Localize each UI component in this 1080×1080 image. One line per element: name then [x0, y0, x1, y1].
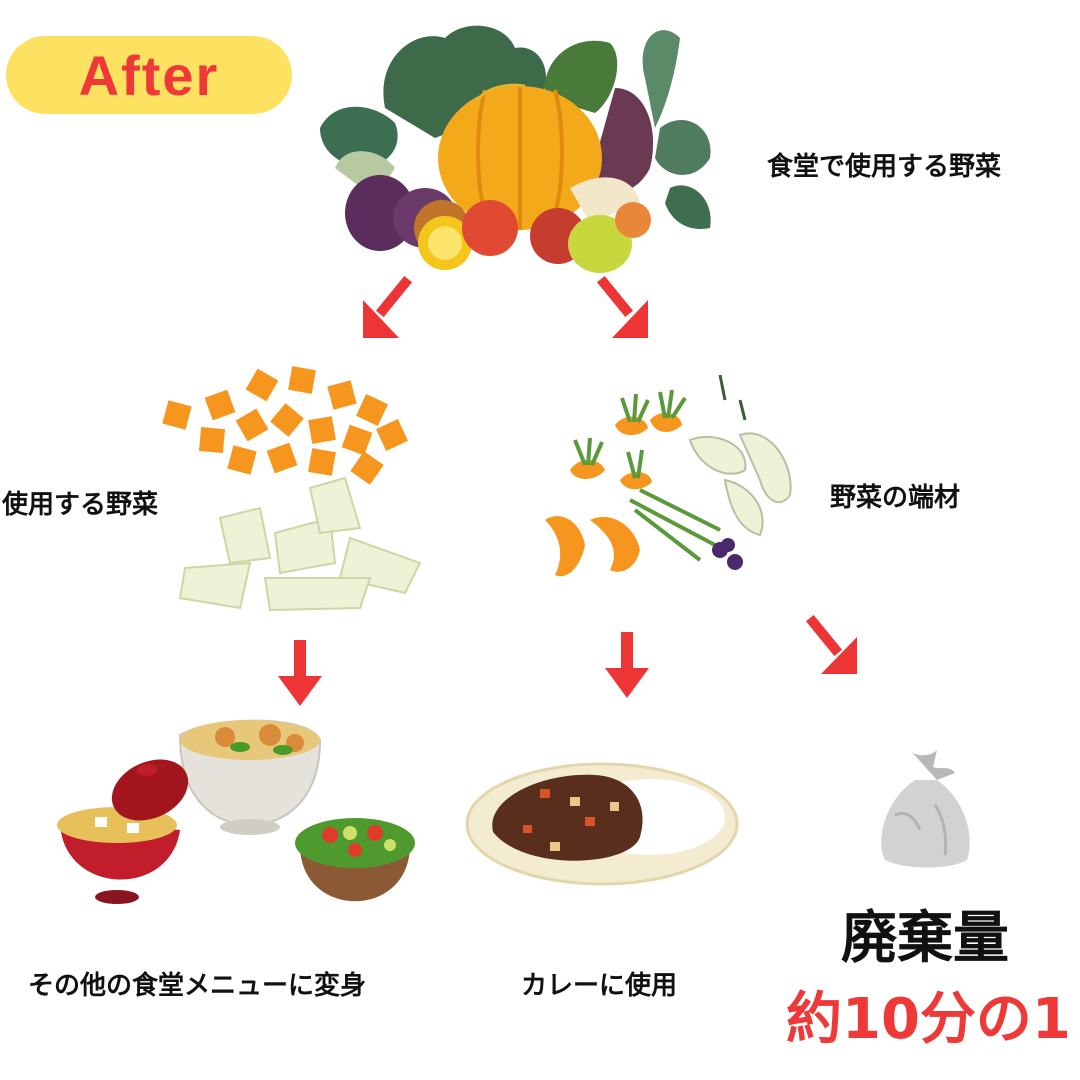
arrow-icon — [805, 614, 857, 674]
arrow-icon — [605, 632, 649, 698]
after-badge-label: After — [78, 43, 220, 107]
diced-vegetables-icon — [162, 366, 422, 612]
waste-title: 廃棄量 — [841, 906, 1009, 971]
arrow-icon — [278, 640, 322, 706]
curry-plate-icon — [465, 762, 739, 886]
label-other-menu: その他の食堂メニューに変身 — [28, 971, 367, 1001]
label-vegetable-scraps: 野菜の端材 — [830, 483, 961, 513]
label-used-vegetables: 使用する野菜 — [2, 490, 159, 520]
waste-amount: 約10分の1 — [786, 987, 1071, 1052]
garbage-bag-icon — [881, 750, 970, 868]
label-curry: カレーに使用 — [521, 971, 678, 1001]
after-badge: After — [6, 36, 292, 114]
vegetable-scraps-icon — [545, 374, 792, 577]
arrow-icon — [363, 275, 413, 338]
arrow-icon — [596, 275, 648, 338]
label-canteen-vegetables: 食堂で使用する野菜 — [767, 152, 1002, 182]
vegetables-icon — [320, 25, 711, 273]
side-dishes-icon — [57, 719, 415, 904]
